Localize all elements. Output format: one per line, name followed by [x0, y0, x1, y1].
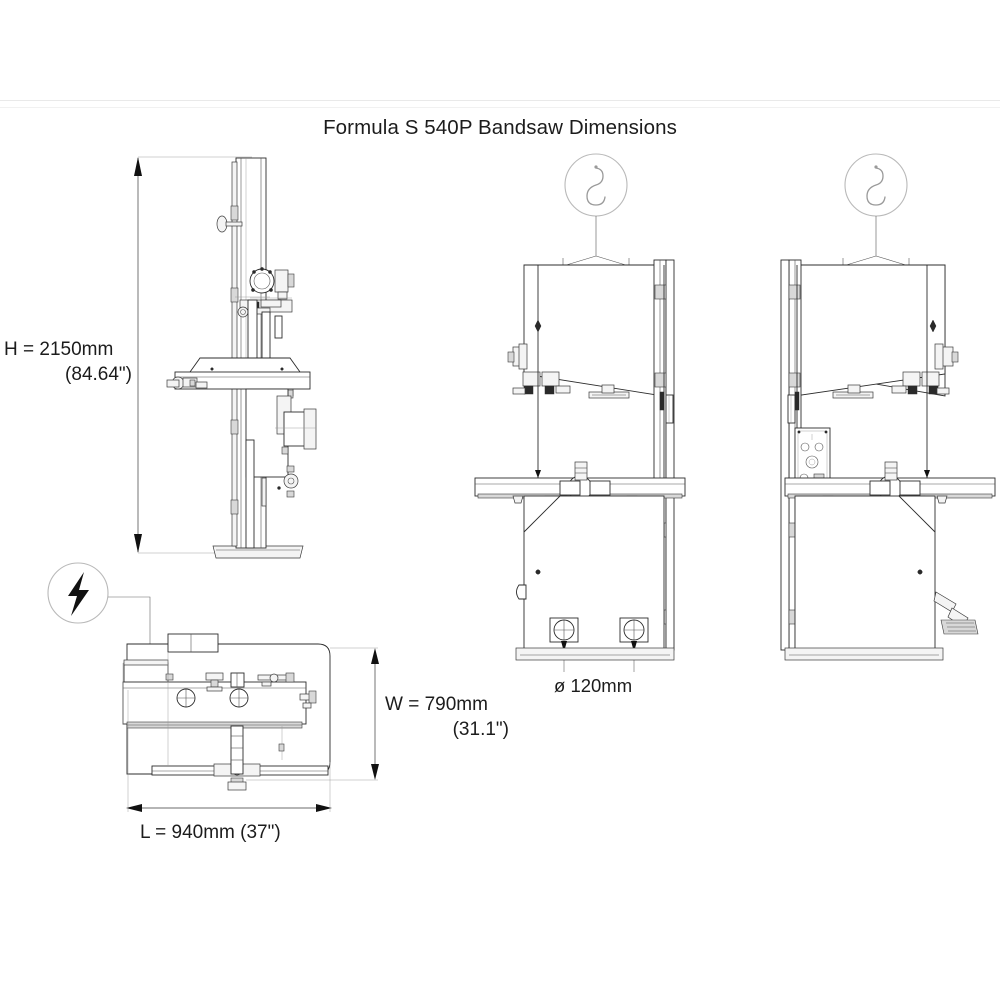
height-dimension-line2: (84.64"): [65, 364, 132, 385]
foot-pedal[interactable]: [933, 591, 979, 635]
side-motor: [275, 408, 317, 455]
plan-table-knob-b: [257, 672, 295, 687]
height-dimension-line: [134, 156, 300, 554]
rear-blade-guard: [832, 384, 874, 399]
lifting-hook-icon-rear: [842, 153, 910, 276]
height-dimension-label: H = 2150mm (84.64"): [4, 337, 136, 387]
plan-table-bolt-right: [229, 688, 249, 708]
rear-door-latch: [934, 343, 959, 370]
plan-table-bolt-left: [176, 688, 196, 708]
rear-elevation-view: [780, 259, 996, 661]
page-title: Formula S 540P Bandsaw Dimensions: [323, 116, 677, 139]
height-dimension-line1: H = 2150mm: [4, 339, 114, 360]
length-dimension-line1: L = 940mm (37"): [140, 822, 281, 843]
front-elevation-view: [474, 259, 686, 672]
control-emergency-stop[interactable]: [805, 455, 819, 469]
control-button-a[interactable]: [800, 442, 810, 452]
header-divider-top: [0, 100, 1000, 101]
dust-port-diameter-value: ø 120mm: [554, 675, 633, 696]
control-button-b[interactable]: [814, 442, 824, 452]
front-upper-guide-assembly: [512, 371, 571, 395]
front-door-latch: [507, 343, 528, 370]
rear-upper-guide-assembly: [891, 371, 950, 395]
side-elevation-view: [166, 157, 317, 559]
plan-top-view: [122, 633, 331, 791]
length-dimension-line: [126, 690, 332, 812]
width-dimension-line1: W = 790mm: [385, 694, 488, 715]
side-lower-wheel-adjust: [277, 465, 299, 498]
plan-table-side-knob: [299, 690, 317, 709]
plan-table-knob-a: [205, 672, 224, 692]
side-tension-knob: [216, 215, 243, 233]
length-dimension-label: L = 940mm (37"): [140, 820, 281, 845]
width-dimension-line: [246, 647, 379, 781]
front-dust-port-right: [619, 617, 649, 652]
plan-table: [122, 672, 317, 729]
dust-port-diameter-label: ø 120mm: [554, 673, 632, 698]
plan-guide-stack: [227, 725, 247, 791]
header-divider-bottom: [0, 107, 1000, 108]
lifting-hook-icon-front: [562, 153, 630, 276]
width-dimension-label: W = 790mm (31.1"): [385, 692, 515, 742]
front-dust-port-left: [549, 617, 579, 652]
electrical-connection-callout: [47, 562, 153, 676]
width-dimension-line2: (31.1"): [452, 719, 509, 740]
front-blade-guard: [588, 384, 630, 399]
